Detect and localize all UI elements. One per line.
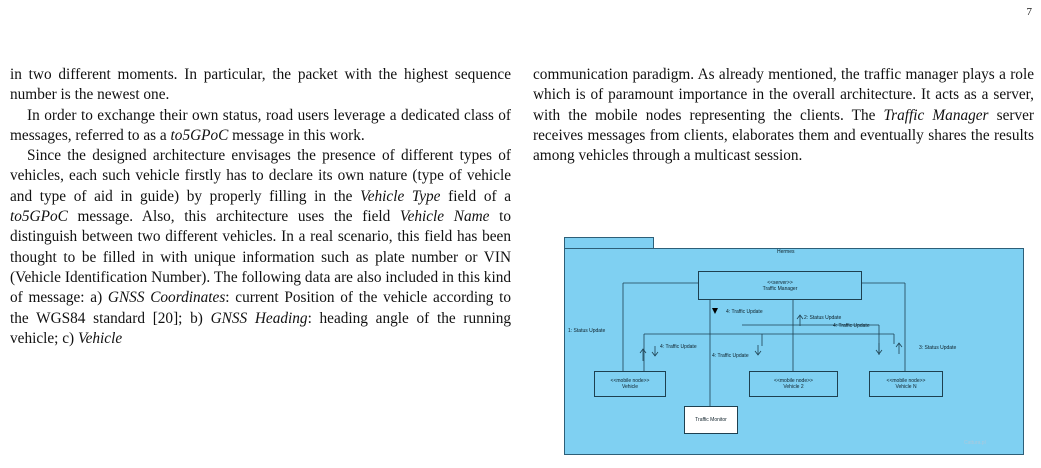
text-run: Since the designed architecture envisage… (10, 147, 511, 205)
text-run: : heading angle of the running vehicle; … (10, 309, 511, 347)
message-traffic-update: 4: Traffic Update (660, 344, 697, 350)
architecture-diagram: Hermes (564, 237, 1024, 455)
term-italic: Vehicle Type (360, 187, 441, 205)
watermark: Cattura.pl (964, 440, 986, 446)
message-status-update-2: 2: Status Update (804, 315, 842, 321)
paragraph-1: in two different moments. In particular,… (10, 66, 511, 104)
term-italic: Traffic Manager (883, 106, 989, 124)
node-stereotype: <<mobile node>> (886, 378, 926, 384)
left-column: in two different moments. In particular,… (10, 65, 511, 349)
term-italic: to5GPoC (10, 208, 68, 226)
text-run: In order to exchange their own status, r… (10, 106, 511, 144)
term-italic: GNSS Coordinates (107, 289, 226, 307)
message-traffic-update: 4: Traffic Update (712, 353, 749, 359)
node-stereotype: <<mobile node>> (610, 378, 650, 384)
server-name: Traffic Manager (762, 285, 798, 292)
node-stereotype: <<mobile node>> (774, 378, 813, 384)
paragraph-right-1: communication paradigm. As already menti… (533, 65, 1034, 166)
term-italic: Vehicle Name (399, 208, 490, 226)
vehicle-n-node: <<mobile node>> Vehicle N (869, 371, 943, 397)
vehicle-2-node: <<mobile node>> Vehicle 2 (749, 371, 838, 397)
term-italic: to5GPoC (170, 126, 229, 144)
text-run: communication paradigm. As already menti… (533, 66, 1034, 124)
right-column: communication paradigm. As already menti… (533, 65, 1034, 166)
traffic-manager-server: <<server>> Traffic Manager (698, 271, 862, 300)
page-number: 7 (1026, 6, 1033, 18)
message-traffic-update: 4: Traffic Update (833, 323, 870, 329)
node-name: Vehicle 2 (783, 384, 804, 390)
text-run: : current Position of the vehicle accord… (10, 289, 511, 327)
package-name: Hermes (777, 249, 795, 255)
text-run: message in this work. (228, 126, 365, 144)
monitor-name: Traffic Monitor (695, 417, 727, 423)
message-traffic-update: 4: Traffic Update (726, 309, 763, 315)
node-name: Vehicle N (895, 384, 917, 390)
traffic-monitor: Traffic Monitor (684, 406, 738, 434)
text-run: server receives messages from clients, e… (533, 106, 1034, 165)
term-italic: GNSS Heading (210, 309, 308, 327)
node-name: Vehicle (621, 384, 639, 390)
paragraph-3: Since the designed architecture envisage… (10, 146, 511, 349)
term-italic: Vehicle (77, 329, 123, 347)
text-run: message. Also, this architecture uses th… (67, 208, 400, 226)
server-stereotype: <<server>> (767, 279, 793, 286)
message-status-update-1: 1: Status Update (568, 328, 606, 334)
text-run: to distinguish between two different veh… (10, 208, 511, 307)
vehicle-node: <<mobile node>> Vehicle (594, 371, 666, 397)
text-run: field of a (440, 187, 511, 205)
connector-lines (622, 282, 906, 406)
message-status-update-3: 3: Status Update (919, 345, 957, 351)
paragraph-2: In order to exchange their own status, r… (10, 106, 511, 147)
